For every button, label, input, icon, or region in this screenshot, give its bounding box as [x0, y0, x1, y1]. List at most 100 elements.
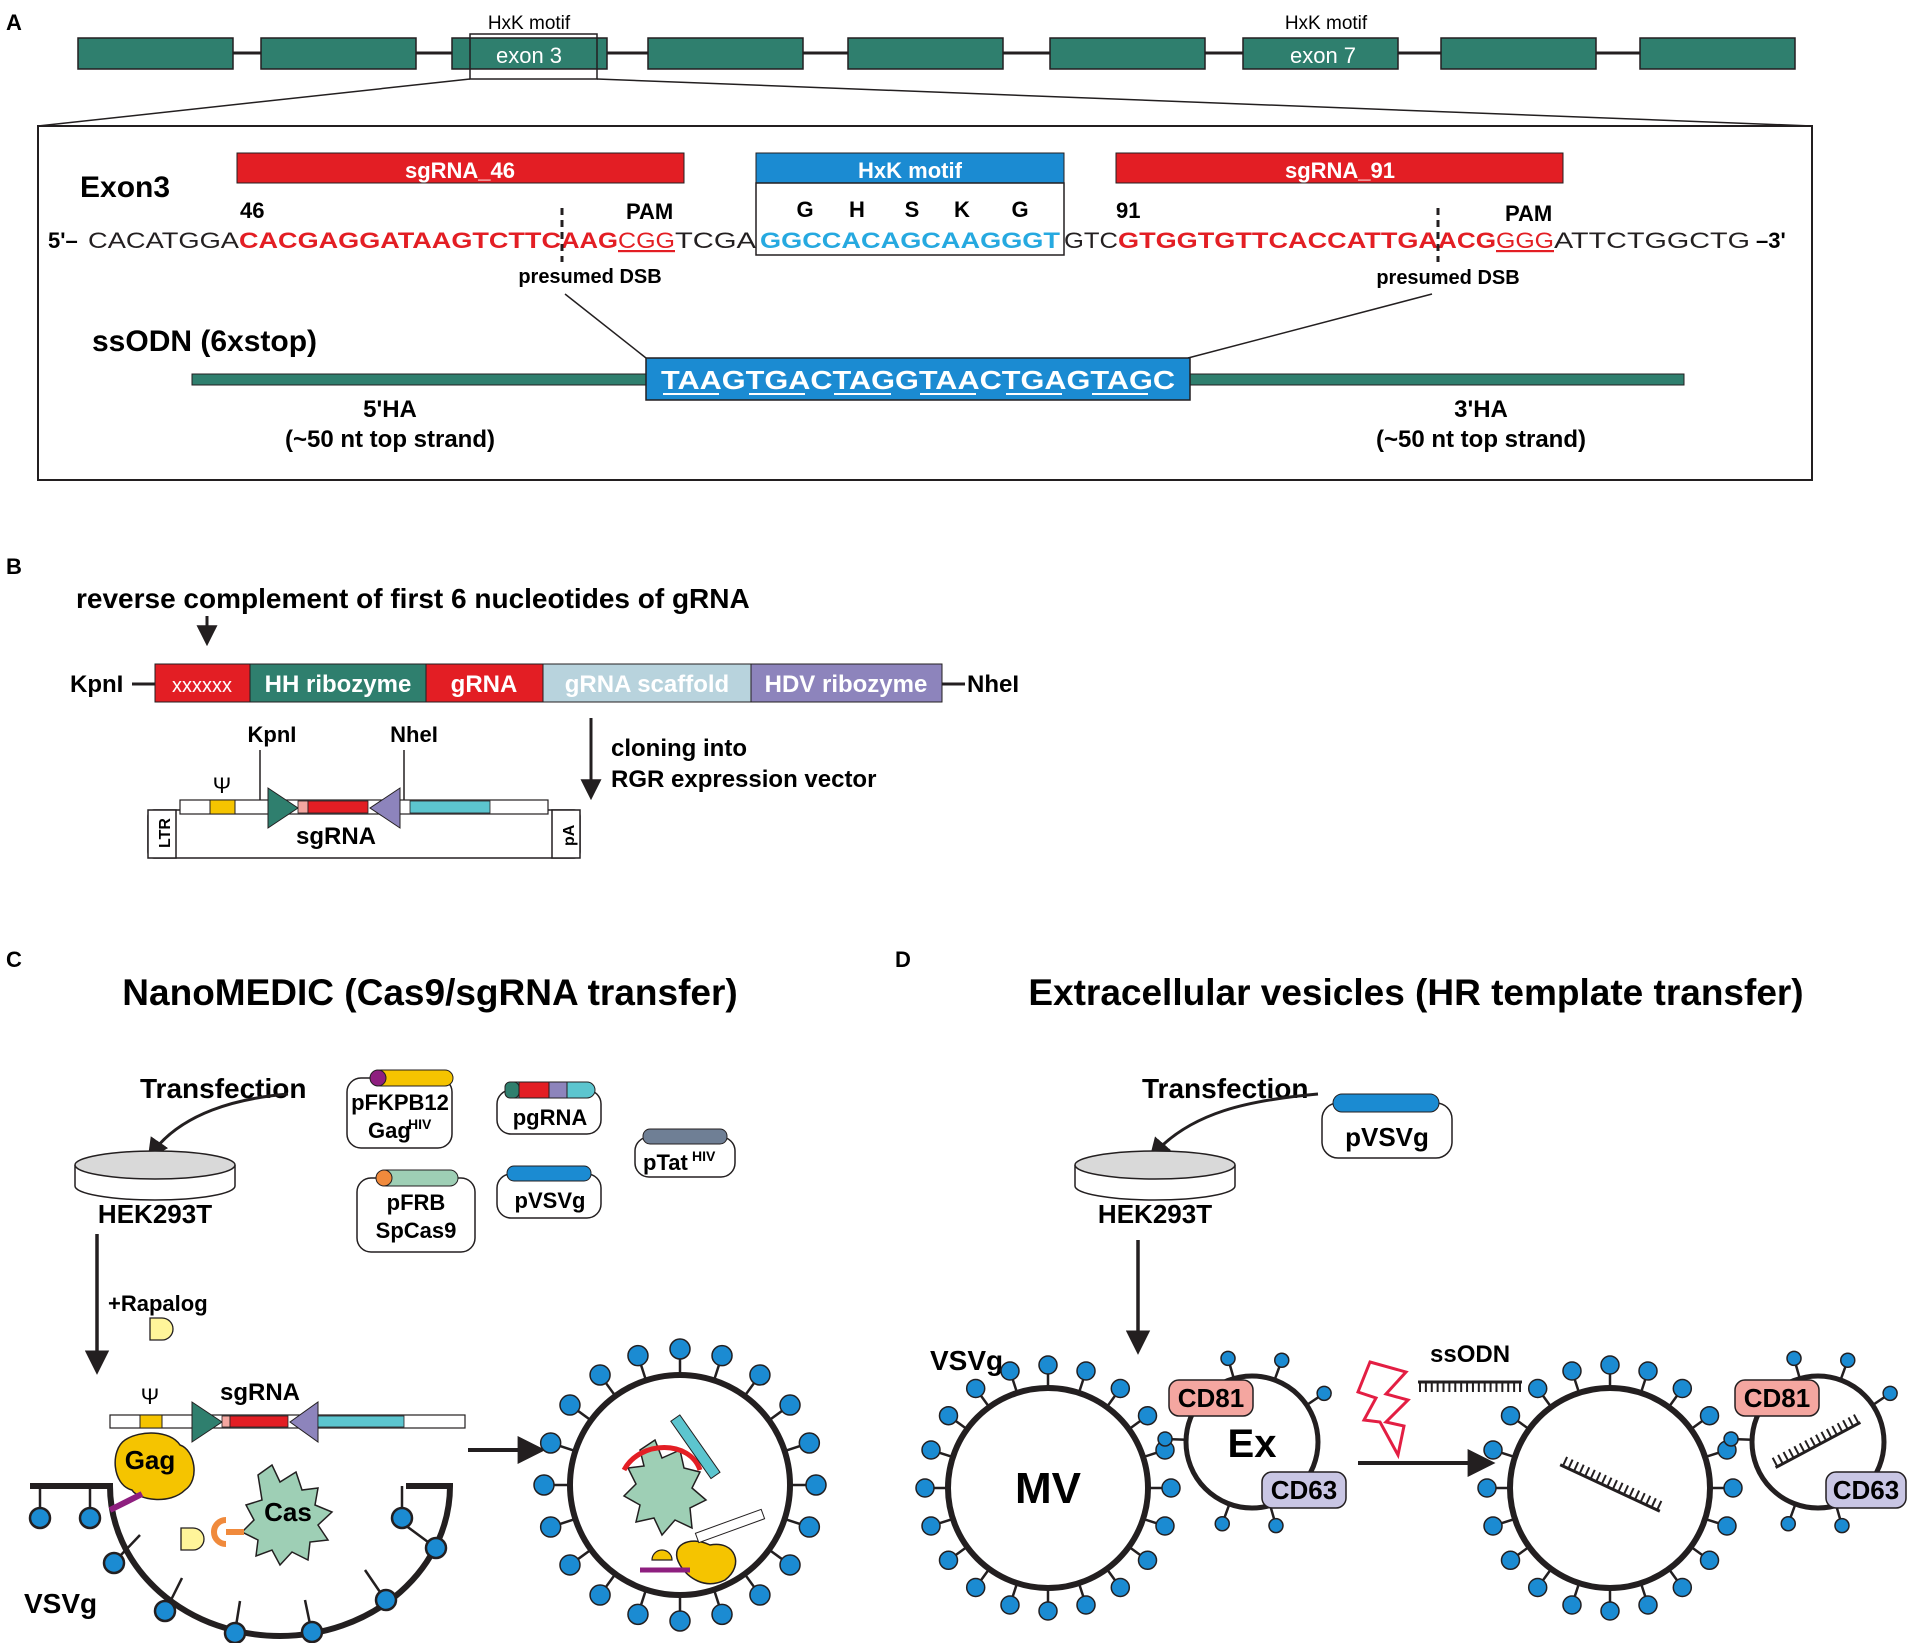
seq-flank-3: GTC	[1064, 228, 1118, 253]
ssodn-cargo-ex	[1771, 1414, 1862, 1469]
vsvg-glycoprotein	[798, 1516, 821, 1538]
exon-9	[1639, 37, 1796, 70]
vsvg-glycoprotein	[1840, 1352, 1856, 1368]
tat-gene-bar	[642, 1128, 728, 1145]
aa-g2: G	[1011, 197, 1028, 222]
oligo-base	[1650, 1497, 1657, 1508]
pa-box	[551, 809, 581, 859]
rapalog-label: +Rapalog	[108, 1291, 208, 1316]
grna-c	[229, 1415, 289, 1428]
hek293t-dish-c	[74, 1150, 236, 1201]
vsvg-glycoprotein	[424, 1536, 448, 1560]
vsvg-glycoprotein	[559, 1554, 581, 1576]
vsvg-glycoprotein	[749, 1584, 771, 1606]
mv-vsvg-spikes	[915, 1355, 1181, 1621]
pgrna-label: pgRNA	[513, 1105, 588, 1130]
psi-label: Ψ	[213, 773, 231, 798]
oligo-base	[1639, 1492, 1646, 1503]
rgr-grna-label: gRNA	[451, 671, 518, 698]
budding-particle: Ψ sgRNA Gag	[24, 1379, 466, 1643]
rgr-expression-vector: LTR pA Ψ KpnI NheI sgRNA	[147, 722, 581, 859]
vsvg-glycoprotein	[711, 1603, 733, 1626]
oligo-base	[1836, 1422, 1844, 1433]
vsvg-glycoprotein	[1638, 1595, 1658, 1615]
gag-protein	[114, 1432, 195, 1501]
microvesicle: MV	[915, 1355, 1181, 1621]
vsvg-glycoprotein	[1562, 1361, 1582, 1381]
hh-ribozyme-triangle	[267, 787, 299, 829]
vector-scaffold-element	[409, 800, 491, 814]
oligo-base	[1853, 1414, 1860, 1424]
vector-sgrna-label: sgRNA	[296, 823, 376, 850]
fkbp12-element	[369, 1069, 387, 1087]
ssodn-cargo-mv	[1559, 1456, 1663, 1513]
vector-grna	[307, 800, 369, 814]
vsvg-glycoprotein	[1000, 1361, 1020, 1381]
oligo-base	[1645, 1495, 1652, 1506]
cd81-marker-loaded	[1734, 1379, 1820, 1417]
vsvg-glycoprotein	[1110, 1378, 1131, 1399]
rgr-hdv-ribozyme	[750, 663, 943, 703]
seq-hxk: GGCCACAGCAAGGGT	[760, 228, 1061, 253]
vsvg-glycoprotein	[539, 1516, 562, 1538]
budding-vsvg-spikes	[28, 1486, 448, 1643]
panel-d: D Extracellular vesicles (HR template tr…	[895, 947, 1907, 1621]
vsvg-label-c: VSVg	[24, 1588, 97, 1619]
aa-s: S	[905, 197, 920, 222]
oligo-base	[1573, 1461, 1580, 1472]
frb-domain	[211, 1517, 244, 1547]
plasmid-pfrb-spcas9: pFRB SpCas9	[356, 1169, 476, 1253]
seq-sgrna91-end: ACG	[1438, 228, 1496, 253]
sgrna-label-c: sgRNA	[220, 1379, 300, 1406]
exon3-label: exon 3	[496, 43, 562, 68]
vsvg-glycoprotein	[28, 1506, 52, 1530]
cas-label-c: Cas	[264, 1497, 312, 1527]
fkbp12-linker	[108, 1491, 144, 1513]
seq-sgrna46-end: AAG	[561, 228, 618, 253]
oligo-base	[1628, 1487, 1635, 1498]
pvsvg-label-c: pVSVg	[515, 1188, 586, 1213]
hek293t-label-c: HEK293T	[98, 1199, 212, 1229]
ssodn-label-d: ssODN	[1430, 1341, 1510, 1368]
oligo-base	[1782, 1451, 1790, 1462]
panel-b-label: B	[6, 554, 22, 579]
oligo-base	[1656, 1500, 1663, 1511]
exon-3	[451, 37, 608, 70]
transfection-arrow-d	[1149, 1092, 1319, 1160]
pvsvg-label-d: pVSVg	[1345, 1122, 1429, 1152]
vsvg-glycoprotein	[1717, 1516, 1737, 1536]
psi-label-c: Ψ	[141, 1384, 159, 1409]
position-46: 46	[240, 198, 264, 223]
exon-8	[1440, 37, 1597, 70]
vsvg-glycoprotein	[1155, 1516, 1175, 1536]
vsvg-glycoprotein	[102, 1551, 126, 1575]
hek293t-dish-d	[1074, 1150, 1236, 1201]
vsvg-glycoprotein	[1137, 1405, 1158, 1426]
vsvg-glycoprotein	[1786, 1350, 1802, 1367]
vsvg-glycoprotein	[921, 1440, 941, 1460]
oligo-base	[1578, 1464, 1585, 1475]
sgrna46-label: sgRNA_46	[405, 158, 515, 183]
cargo-bases	[1561, 1456, 1663, 1511]
vsvg-glycoprotein	[1110, 1577, 1131, 1598]
vsvg-glycoprotein	[1699, 1405, 1720, 1426]
plasmid-ptat: pTat HIV	[634, 1128, 736, 1178]
vsvg-glycoprotein	[711, 1344, 733, 1367]
oligo-base	[1622, 1484, 1629, 1495]
panel-c-title: NanoMEDIC (Cas9/sgRNA transfer)	[122, 972, 737, 1013]
aa-h: H	[849, 197, 865, 222]
vsvg-glycoprotein	[1316, 1385, 1332, 1402]
seq-flank-2: TCGA	[675, 228, 756, 253]
oligo-base	[1611, 1479, 1618, 1490]
vsvg-glycoprotein	[1527, 1378, 1548, 1399]
vsvg-glycoprotein	[1038, 1355, 1058, 1375]
vsvg-glycoprotein	[938, 1405, 959, 1426]
vsvg-label-d: VSVg	[930, 1345, 1003, 1376]
rgr-scaffold-label: gRNA scaffold	[565, 671, 729, 698]
rgr-grna-scaffold	[542, 663, 752, 703]
three-prime-end: –3'	[1756, 228, 1786, 253]
pam-label-2: PAM	[1505, 201, 1552, 226]
panel-c-label: C	[6, 947, 22, 972]
seq-pam-1: CGG	[618, 228, 675, 253]
vsvg-gene-bar	[506, 1165, 592, 1182]
